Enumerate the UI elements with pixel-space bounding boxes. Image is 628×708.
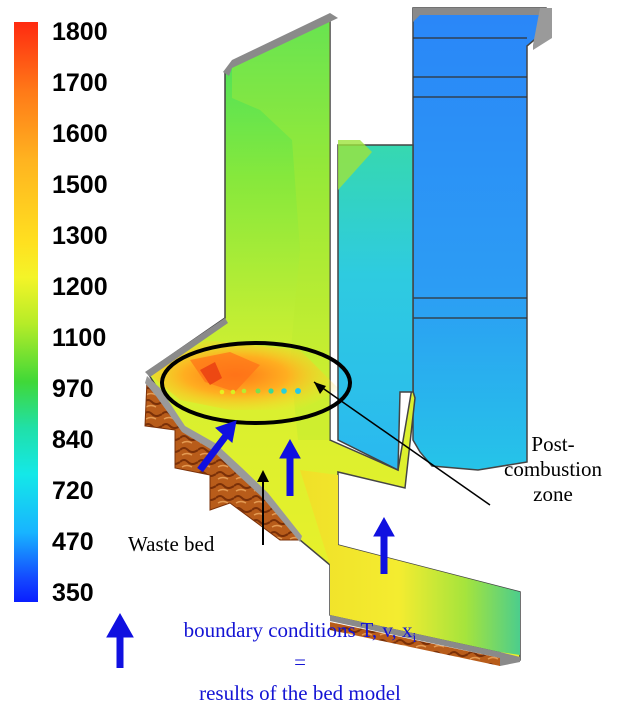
scale-tick-label: 1500: [52, 171, 108, 199]
waste-bed-pointer-head: [257, 470, 269, 482]
scale-tick-label: 1100: [52, 324, 107, 352]
legend-line-3: results of the bed model: [199, 681, 401, 706]
third-pass: [412, 7, 552, 471]
legend-line-2: =: [294, 649, 306, 674]
legend-line-1-main: boundary conditions T, v, x: [183, 618, 413, 642]
injection-nozzles: [219, 388, 301, 395]
post-combustion-ellipse: [160, 341, 352, 425]
second-pass: [337, 140, 414, 472]
waste-bed: [144, 376, 500, 666]
scale-tick-label: 1800: [52, 18, 108, 46]
scale-tick-label: 1300: [52, 222, 108, 250]
scale-tick-label: 470: [52, 528, 94, 556]
legend-line-1-sub: i: [412, 631, 417, 647]
post-combustion-label: Post- combustion zone: [488, 432, 618, 508]
scale-tick-label: 350: [52, 579, 94, 607]
scale-tick-label: 1700: [52, 69, 108, 97]
scale-tick-label: 1600: [52, 120, 108, 148]
scale-tick-label: 970: [52, 375, 94, 403]
scale-tick-label: 840: [52, 426, 94, 454]
post-combustion-line-3: zone: [533, 482, 573, 507]
legend-text: boundary conditions T, v, xi = results o…: [140, 618, 460, 706]
post-combustion-pointer-head: [314, 382, 326, 394]
temperature-color-scale: [14, 22, 38, 602]
bed-boundary-arrows: [197, 420, 395, 574]
post-combustion-pointer: [313, 381, 491, 506]
scale-tick-label: 720: [52, 477, 94, 505]
legend-arrow: [106, 612, 134, 668]
furnace-walls: [145, 13, 520, 666]
post-combustion-line-2: combustion: [504, 457, 602, 482]
legend-line-1: boundary conditions T, v, xi: [140, 618, 460, 648]
scale-tick-label: 1200: [52, 273, 108, 301]
post-combustion-line-1: Post-: [531, 432, 575, 456]
waste-bed-label: Waste bed: [128, 532, 215, 556]
